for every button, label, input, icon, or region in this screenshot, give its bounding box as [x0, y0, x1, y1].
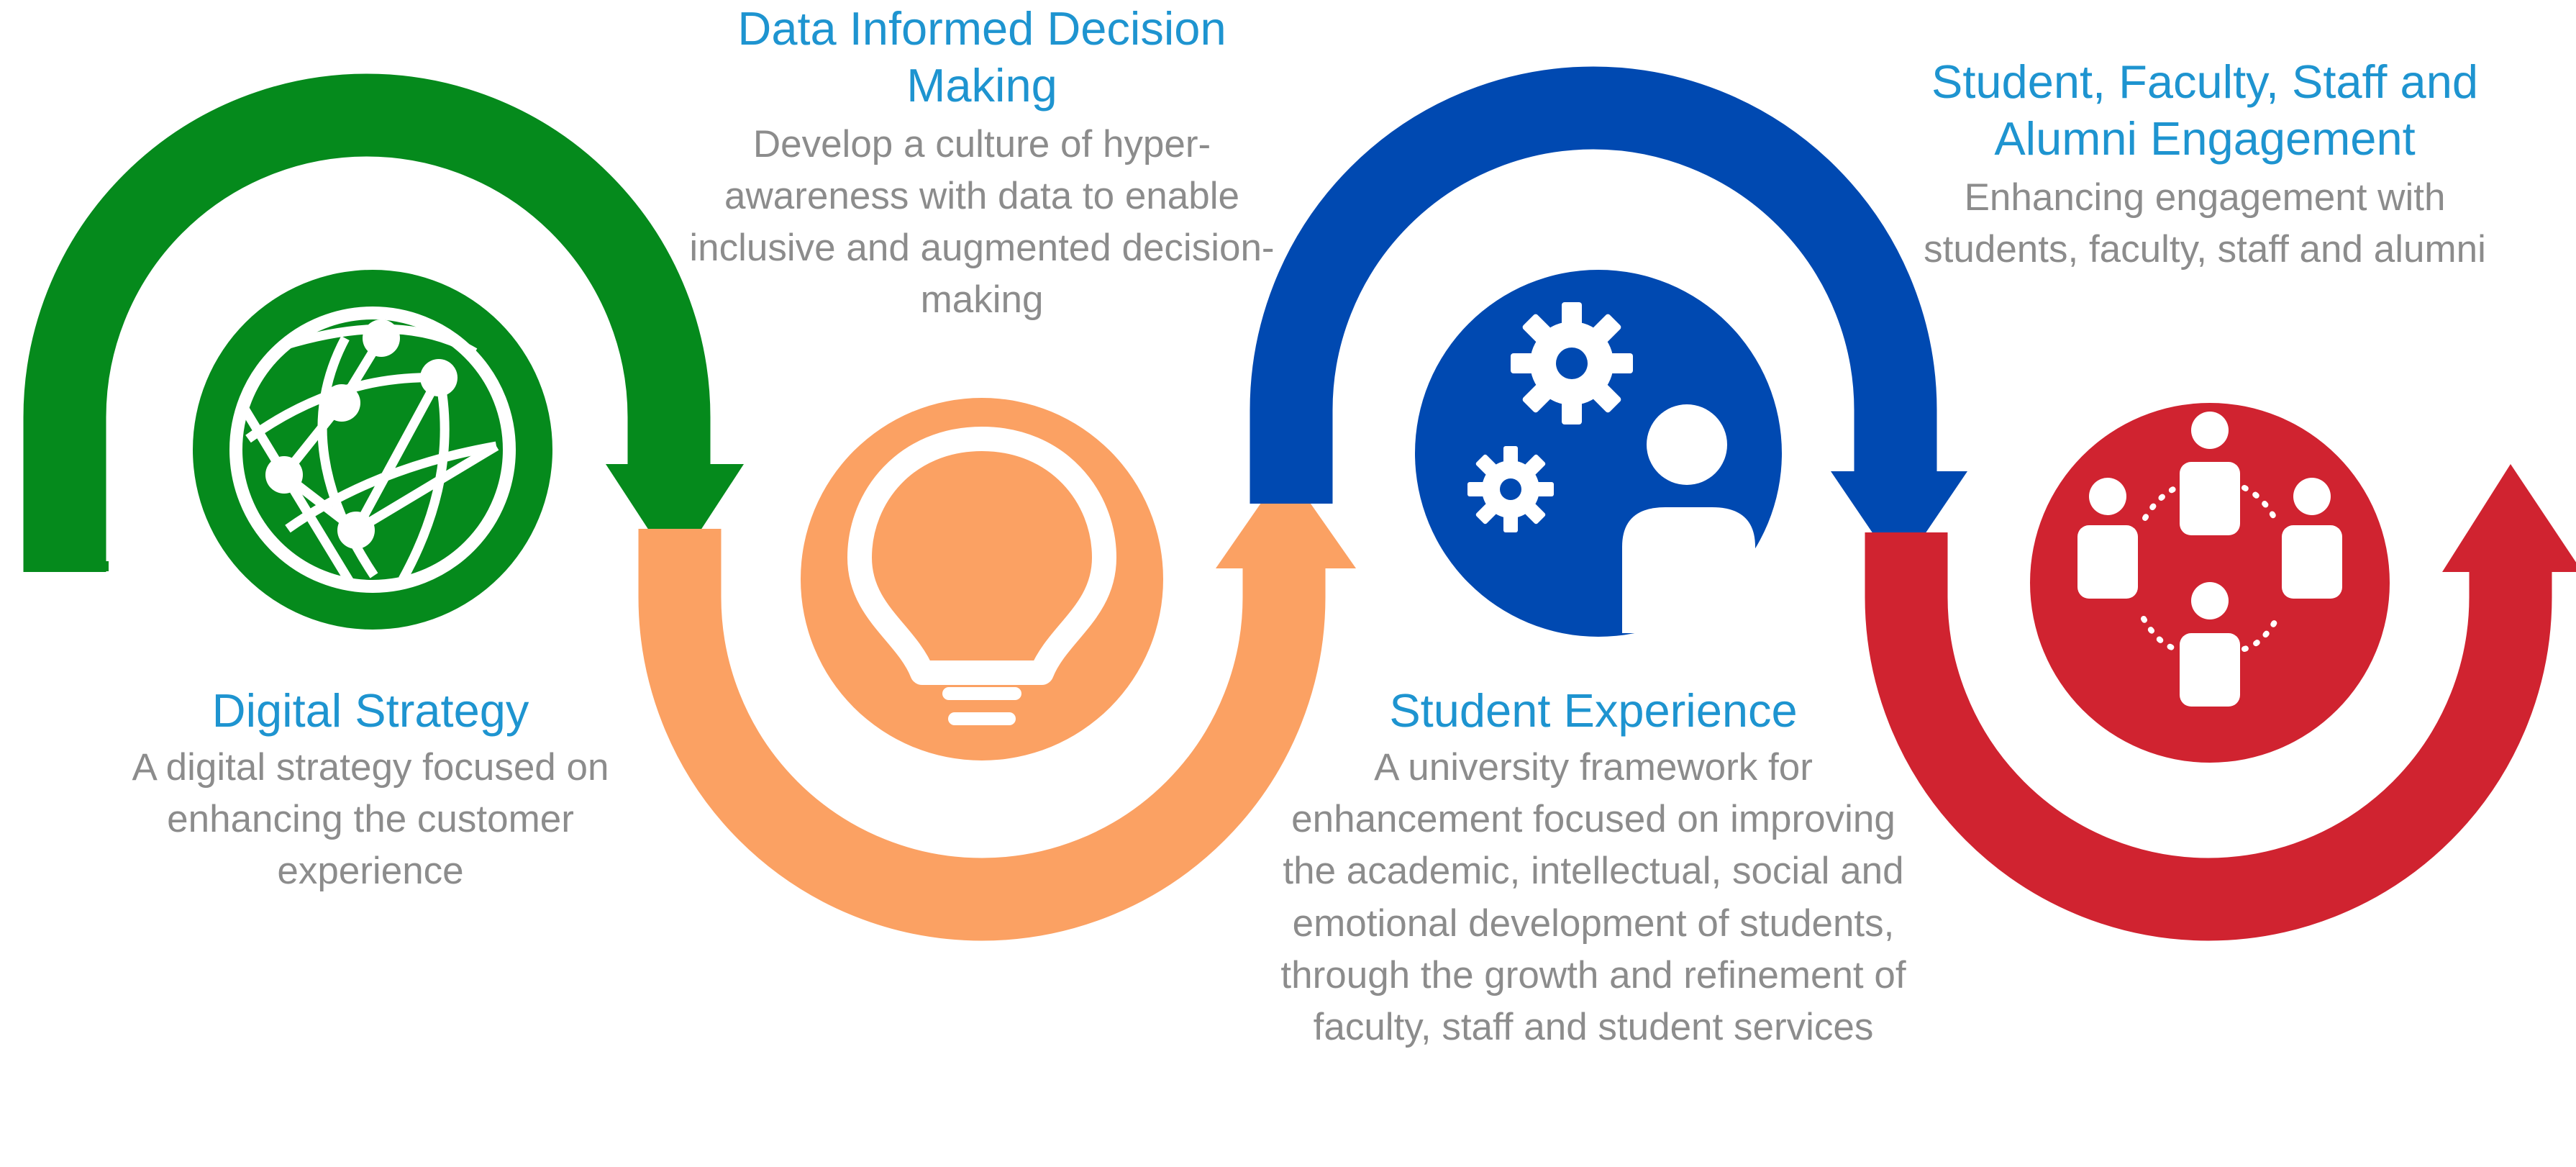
stage-data-informed: Data Informed Decision Making Develop a …	[687, 0, 1277, 326]
globe-network-icon	[193, 270, 552, 630]
blue-arc-arrow	[1250, 66, 1967, 572]
stage-description-engagement: Enhancing engagement with students, facu…	[1924, 176, 2486, 271]
lightbulb-icon	[801, 398, 1163, 760]
stage-title-student-experience: Student Experience	[1389, 684, 1798, 737]
stage-title-data-informed: Data Informed Decision Making	[737, 2, 1226, 112]
stage-description-student-experience: A university framework for enhancement f…	[1280, 746, 1906, 1048]
stage-title-digital-strategy: Digital Strategy	[211, 684, 529, 737]
stage-engagement: Student, Faculty, Staff and Alumni Engag…	[1888, 53, 2521, 276]
orange-arc-arrow	[638, 468, 1356, 941]
stage-description-data-informed: Develop a culture of hyper-awareness wit…	[689, 122, 1275, 321]
stage-title-engagement: Student, Faculty, Staff and Alumni Engag…	[1931, 55, 2478, 165]
green-arc-arrow	[23, 73, 744, 572]
gears-person-icon	[1415, 270, 1782, 637]
stage-description-digital-strategy: A digital strategy focused on enhancing …	[132, 746, 609, 893]
stage-student-experience: Student Experience A university framewor…	[1277, 682, 1910, 1053]
red-arc-arrow	[1865, 464, 2576, 941]
stage-digital-strategy: Digital Strategy A digital strategy focu…	[86, 682, 655, 898]
people-network-icon	[2030, 403, 2390, 763]
